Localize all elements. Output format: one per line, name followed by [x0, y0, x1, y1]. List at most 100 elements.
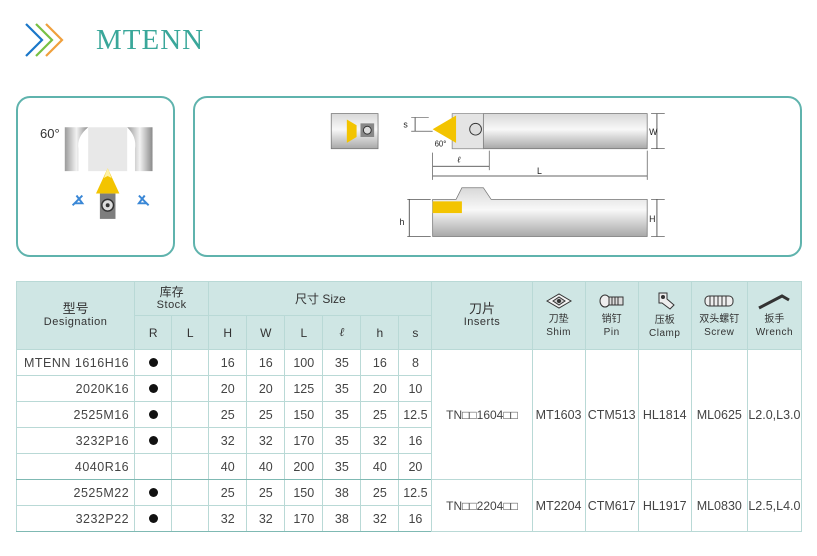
- designation-cell: 4040R16: [15, 453, 136, 480]
- size-h-cell: 32: [360, 427, 400, 454]
- stock-header: 库存 Stock: [134, 281, 210, 316]
- angle-label-right: 60°: [435, 140, 447, 149]
- stock-R-cell: [134, 479, 173, 506]
- in-stock-dot: [148, 383, 158, 393]
- size-H-cell: 25: [208, 401, 248, 428]
- size-s-cell: 20: [398, 453, 433, 480]
- size-H-header: H: [208, 315, 248, 350]
- pin-header: 销钉 Pin: [584, 281, 639, 350]
- clamp-icon: [658, 292, 675, 310]
- designation-cell: 3232P16: [15, 427, 136, 454]
- size-s-cell: 12.5: [398, 479, 433, 506]
- size-s-cell: 10: [398, 375, 433, 402]
- screw-cell: ML0625: [690, 349, 748, 480]
- H-label: H: [649, 214, 655, 224]
- wrench-cell: L2.5,L4.0: [746, 479, 803, 532]
- stock-L-cell: [171, 375, 210, 402]
- size-H-cell: 25: [208, 479, 248, 506]
- stock-L-cell: [171, 401, 210, 428]
- in-stock-dot: [148, 487, 158, 497]
- size-s-cell: 16: [398, 427, 433, 454]
- size-L-cell: 100: [284, 349, 324, 376]
- clamp-cell: HL1917: [637, 479, 692, 532]
- size-ell-cell: 35: [322, 401, 362, 428]
- designation-cell: MTENN 1616H16: [15, 349, 136, 376]
- size-L-cell: 170: [284, 427, 324, 454]
- size-H-cell: 40: [208, 453, 248, 480]
- size-ell-cell: 35: [322, 349, 362, 376]
- size-W-cell: 32: [246, 505, 286, 532]
- size-L-cell: 200: [284, 453, 324, 480]
- angle-label: 60°: [40, 126, 60, 141]
- size-h-cell: 20: [360, 375, 400, 402]
- size-W-cell: 32: [246, 427, 286, 454]
- triple-chevron-icon: [25, 23, 64, 57]
- stock-R-cell: [134, 427, 173, 454]
- inserts-cell: TN□□1604□□: [431, 349, 533, 480]
- stock-R-cell: [134, 375, 173, 402]
- in-stock-dot: [148, 357, 158, 367]
- insert-angle-diagram: 60°: [16, 96, 175, 257]
- shim-icon: [545, 293, 572, 309]
- screw-header: 双头螺钉 Screw: [690, 281, 748, 350]
- designation-cell: 2525M22: [15, 479, 136, 506]
- size-h-header: h: [360, 315, 400, 350]
- tool-dimension-diagram: s 60° W ℓ L h H: [193, 96, 802, 257]
- size-W-header: W: [246, 315, 286, 350]
- size-H-cell: 32: [208, 505, 248, 532]
- designation-cell: 2020K16: [15, 375, 136, 402]
- pin-icon: [599, 294, 624, 308]
- screw-cell: ML0830: [690, 479, 748, 532]
- stock-L-cell: [171, 453, 210, 480]
- in-stock-dot: [148, 409, 158, 419]
- shim-cell: MT2204: [531, 479, 586, 532]
- wrench-icon: [758, 294, 791, 310]
- stock-L-cell: [171, 479, 210, 506]
- size-ell-cell: 38: [322, 505, 362, 532]
- size-W-cell: 20: [246, 375, 286, 402]
- designation-header: 型号 Designation: [15, 281, 136, 350]
- W-label: W: [649, 127, 658, 137]
- size-H-cell: 20: [208, 375, 248, 402]
- L-label: L: [537, 166, 542, 176]
- size-L-cell: 125: [284, 375, 324, 402]
- designation-cell: 2525M16: [15, 401, 136, 428]
- shim-cell: MT1603: [531, 349, 586, 480]
- pin-cell: CTM617: [584, 479, 639, 532]
- pin-cell: CTM513: [584, 349, 639, 480]
- wrench-header: 扳手 Wrench: [746, 281, 803, 350]
- stock-R-header: R: [134, 315, 173, 350]
- size-s-cell: 16: [398, 505, 433, 532]
- screw-icon: [704, 295, 734, 307]
- size-s-cell: 8: [398, 349, 433, 376]
- size-ell-cell: 35: [322, 375, 362, 402]
- size-W-cell: 25: [246, 401, 286, 428]
- stock-R-cell: [134, 505, 173, 532]
- stock-L-cell: [171, 349, 210, 376]
- inserts-cell: TN□□2204□□: [431, 479, 533, 532]
- stock-R-cell: [134, 453, 173, 480]
- size-h-cell: 25: [360, 401, 400, 428]
- angle-diagram-svg: [64, 127, 153, 219]
- size-L-cell: 150: [284, 479, 324, 506]
- size-W-cell: 16: [246, 349, 286, 376]
- size-L-cell: 170: [284, 505, 324, 532]
- clamp-header: 压板 Clamp: [637, 281, 692, 350]
- size-W-cell: 25: [246, 479, 286, 506]
- clamp-cell: HL1814: [637, 349, 692, 480]
- stock-R-cell: [134, 401, 173, 428]
- wrench-cell: L2.0,L3.0: [746, 349, 803, 480]
- dimension-diagram-svg: s 60° W ℓ L h H: [330, 113, 665, 237]
- size-L-header: L: [284, 315, 324, 350]
- stock-L-cell: [171, 427, 210, 454]
- designation-cell: 3232P22: [15, 505, 136, 532]
- s-label: s: [403, 119, 408, 129]
- inserts-header: 刀片 Inserts: [431, 281, 533, 350]
- size-H-cell: 16: [208, 349, 248, 376]
- stock-L-header: L: [171, 315, 210, 350]
